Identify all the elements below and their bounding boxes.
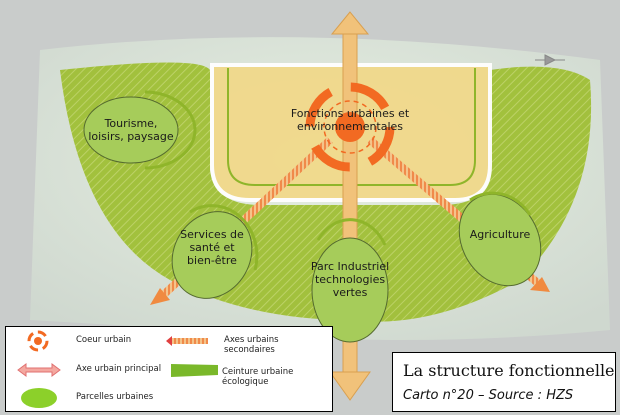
map-source: Carto n°20 – Source : HZS [403,388,574,403]
title-box: La structure fonctionnelle Carto n°20 – … [392,352,616,412]
core-legend-icon [27,330,49,352]
parcel-legend-icon [21,388,57,408]
legend: Coeur urbain Axe urbain principal Parcel… [5,326,333,412]
zone-core-label: Fonctions urbaines et environnementales [290,107,410,133]
map-title: La structure fonctionnelle [403,361,615,380]
zone-industrial-label: Parc Industriel technologies vertes [310,260,390,299]
green-belt-legend-icon [171,364,218,377]
main-axis-legend-icon [17,363,61,377]
zone-tourism-label: Tourisme, loisirs, paysage [88,117,174,143]
legend-main-axis: Axe urbain principal [76,364,162,374]
legend-core: Coeur urbain [76,335,132,345]
legend-secondary-axes: Axes urbains secondaires [224,335,279,355]
urban-parcels [83,96,542,343]
legend-symbols [17,330,218,408]
zone-health-label: Services de santé et bien-être [180,228,244,267]
zone-agriculture-label: Agriculture [469,228,531,241]
north-arrow-icon [535,54,565,66]
urban-core [305,82,395,172]
legend-green-belt: Ceinture urbaine écologique [222,367,294,387]
secondary-axis-legend-icon [166,336,208,346]
legend-parcels: Parcelles urbaines [76,392,154,402]
